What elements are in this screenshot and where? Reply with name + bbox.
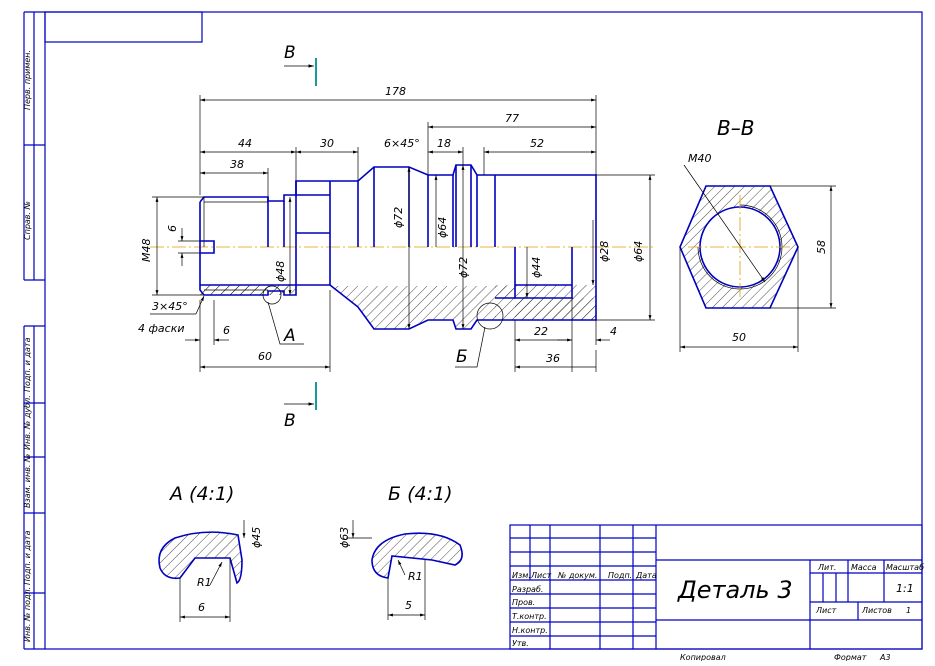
section-marker-top: В — [284, 43, 317, 86]
title-block — [509, 524, 923, 650]
dim-178: 178 — [385, 85, 406, 98]
dim-6-bottom: 6 — [223, 324, 230, 337]
frame-side-labels: Перв. примен. Справ. № Подп. и дата Инв.… — [23, 50, 32, 642]
dim-dia44: ϕ44 — [530, 257, 543, 278]
tb-format-value: А3 — [879, 653, 891, 661]
dim-60: 60 — [258, 350, 272, 363]
tb-dokum: № докум. — [557, 571, 597, 580]
dim-44: 44 — [238, 137, 252, 150]
svg-text:В: В — [284, 411, 296, 431]
tb-scale-value: 1:1 — [896, 582, 914, 595]
dim-dia48: ϕ48 — [274, 261, 287, 282]
frame-label-sprav: Справ. № — [23, 201, 32, 240]
dim-m40: М40 — [688, 152, 712, 165]
dim-r1-a: R1 — [197, 576, 212, 589]
detail-a-view: А (4:1) 6 R1 ϕ45 — [158, 483, 263, 622]
tb-tkontr: Т.контр. — [512, 612, 547, 621]
dim-18: 18 — [437, 137, 451, 150]
frame-label-vzam-inv: Взам. инв. № — [23, 454, 32, 508]
dim-dia72-b: ϕ72 — [457, 257, 470, 278]
drawing-title: Деталь 3 — [677, 576, 793, 604]
dim-22: 22 — [534, 325, 548, 338]
dim-dia28: ϕ28 — [598, 241, 611, 262]
tb-utv: Утв. — [512, 639, 529, 648]
tb-sheet: Лист — [815, 606, 837, 615]
section-vv-title: В–В — [717, 116, 754, 140]
dim-dia45: ϕ45 — [250, 527, 263, 548]
tb-format: Формат — [834, 653, 867, 661]
dim-36: 36 — [546, 352, 560, 365]
frame-label-podp-data-2: Подп. и дата — [23, 530, 32, 585]
frame-label-inv-dubl: Инв. № дубл. — [23, 395, 32, 450]
dim-50: 50 — [732, 331, 746, 344]
dim-chamfer-3x45: 3×45° — [152, 300, 188, 313]
dim-4: 4 — [610, 325, 617, 338]
frame-label-podp-data-1: Подп. и дата — [23, 337, 32, 392]
callout-b: Б — [455, 326, 486, 368]
frame-label-inv-podl: Инв. № подл. — [23, 587, 32, 642]
detail-b-circle — [476, 302, 504, 330]
section-vv-view: В–В М40 58 50 — [679, 116, 836, 352]
detail-b-title: Б (4:1) — [388, 483, 452, 505]
tb-prov: Пров. — [512, 598, 535, 607]
dim-r1-b: R1 — [408, 570, 423, 583]
dim-dia63: ϕ63 — [338, 527, 351, 548]
dim-dia64-b: ϕ64 — [632, 241, 645, 262]
tb-izm: Изм. — [512, 571, 531, 580]
main-view-dimensions: 178 77 44 30 6×45° 18 52 38 М48 6 — [138, 85, 655, 372]
svg-text:А: А — [283, 326, 296, 346]
callout-a: А — [267, 301, 304, 346]
dim-dia72-a: ϕ72 — [392, 207, 405, 228]
dim-6-detail-a: 6 — [198, 601, 205, 614]
detail-b-view: Б (4:1) 5 R1 ϕ63 — [338, 483, 463, 620]
detail-a-circle — [262, 285, 282, 305]
dim-dia64-a: ϕ64 — [436, 217, 449, 238]
dim-5: 5 — [405, 599, 412, 612]
tb-nkontr: Н.контр. — [512, 626, 548, 635]
tb-podp: Подп. — [608, 571, 632, 580]
tb-list: Лист — [530, 571, 552, 580]
sheet-frame — [23, 11, 923, 650]
detail-a-title: А (4:1) — [168, 483, 234, 505]
tb-mass: Масса — [851, 563, 877, 572]
tb-sheets: Листов — [861, 606, 892, 615]
dim-38: 38 — [230, 158, 244, 171]
tb-scale: Масштаб — [886, 563, 924, 572]
shaft-main-view — [150, 164, 655, 330]
dim-6-hole: 6 — [166, 225, 179, 232]
svg-text:В: В — [284, 43, 296, 63]
svg-text:Б: Б — [456, 347, 468, 367]
tb-data: Дата — [635, 571, 657, 580]
title-block-text: Изм. Лист № докум. Подп. Дата Разраб. Пр… — [512, 563, 924, 662]
dim-4-chamfers: 4 фаски — [138, 322, 184, 335]
dim-77: 77 — [505, 112, 519, 125]
tb-lit: Лит. — [817, 563, 836, 572]
dim-30: 30 — [320, 137, 334, 150]
dim-52: 52 — [530, 137, 544, 150]
frame-label-perv-primen: Перв. примен. — [23, 50, 32, 110]
tb-razrab: Разраб. — [512, 585, 543, 594]
dim-m48: М48 — [140, 239, 153, 263]
dim-6x45: 6×45° — [384, 137, 420, 150]
tb-copied: Копировал — [680, 653, 726, 661]
section-marker-bottom: В — [284, 382, 317, 431]
tb-sheets-value: 1 — [906, 606, 911, 615]
dim-58: 58 — [815, 240, 828, 254]
